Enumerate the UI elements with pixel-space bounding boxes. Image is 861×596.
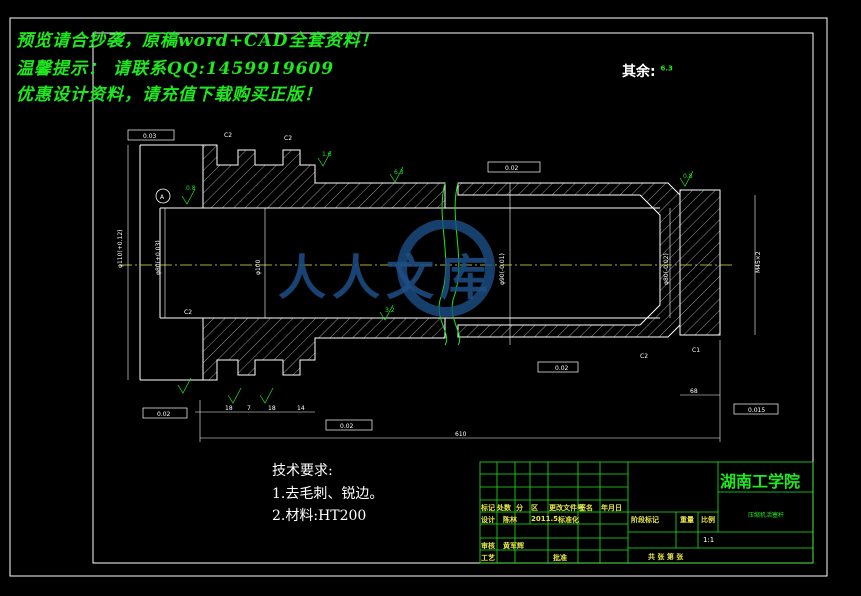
tb-scale-label: 比例	[701, 516, 715, 524]
part-body	[139, 144, 721, 381]
surface-note: 其余: 6.3	[622, 61, 673, 81]
svg-text:φ80(-0.02): φ80(-0.02)	[663, 253, 670, 285]
tb-approve: 批准	[553, 554, 567, 562]
inner-border	[92, 32, 814, 564]
svg-text:φ90(-0.01): φ90(-0.01)	[499, 253, 506, 285]
tol-left: 0.02	[157, 411, 171, 418]
tb-sign: 签名	[579, 504, 593, 512]
ra-2: 1.6	[322, 151, 332, 158]
chamfer-5: C1	[692, 347, 700, 354]
svg-text:φ80(+0.03): φ80(+0.03)	[155, 240, 162, 275]
horizontal-dims	[195, 340, 721, 442]
watermark-line-1: 预览请合抄袭，原稿word+CAD全套资料！	[16, 31, 379, 51]
seg-1: 18	[225, 405, 233, 412]
tol-top2: 0.02	[505, 165, 519, 172]
tb-date: 年月日	[601, 504, 622, 512]
tol-right: 0.015	[748, 407, 765, 414]
tb-scale: 1:1	[703, 536, 715, 544]
seg-4: 14	[297, 405, 305, 412]
tech-title: 技术要求:	[272, 463, 333, 479]
tb-sheets: 共 张 第 张	[648, 553, 684, 561]
break-line-2	[451, 182, 461, 346]
tb-qu: 区	[531, 504, 538, 512]
surface-note-label: 其余:	[622, 64, 656, 80]
ra-3: 6.3	[394, 169, 404, 176]
tb-mark: 标记	[481, 504, 495, 512]
tb-std: 标准化	[558, 516, 579, 524]
tb-stage: 阶段标记	[631, 516, 659, 524]
title-block	[479, 461, 814, 564]
chamfer-2: C2	[284, 135, 292, 142]
chamfer-3: C2	[184, 309, 192, 316]
seg-3: 18	[268, 405, 276, 412]
outer-border	[9, 17, 828, 577]
watermark-line-2: 温馨提示： 请联系QQ:1459919609	[16, 59, 335, 79]
ra-1: 0.8	[186, 185, 196, 192]
ra-4: 0.8	[683, 173, 693, 180]
tol-mid2: 0.02	[555, 365, 569, 372]
seg-2: 7	[247, 405, 251, 412]
tb-change: 更改文件号	[549, 504, 584, 512]
tb-design-date: 2011.5	[531, 515, 559, 523]
datum-circle	[155, 188, 171, 204]
ra-5: 3.2	[385, 307, 395, 314]
tb-craft: 工艺	[481, 554, 495, 562]
tb-weight: 重量	[680, 516, 694, 524]
tb-count: 处数	[497, 504, 511, 512]
lower-wall-left	[202, 317, 446, 381]
tb-fen: 分	[516, 504, 523, 512]
thread-end	[679, 189, 721, 336]
chamfer-4: C2	[640, 353, 648, 360]
logo-text: 人人文库	[278, 250, 495, 306]
chamfer-1: C2	[224, 132, 232, 139]
logo-circle-icon	[397, 219, 495, 317]
thread-label: M45×2	[755, 251, 762, 273]
watermark-line-3: 优惠设计资料，请充值下载购买正版！	[16, 85, 322, 105]
part-name: 压缩机活塞杆	[748, 512, 785, 519]
right-len: 68	[690, 388, 698, 395]
break-line	[438, 182, 448, 346]
surface-note-roughness: 6.3	[660, 64, 673, 73]
tech-item-2: 2.材料:HT200	[272, 508, 367, 524]
tb-reviewer: 黄军辉	[503, 542, 524, 550]
svg-text:φ100: φ100	[255, 259, 262, 275]
school-name: 湖南工学院	[720, 472, 801, 491]
upper-wall-left	[202, 144, 446, 209]
tb-design: 设计	[481, 516, 495, 524]
roughness-marks	[177, 150, 694, 404]
datum-label: A	[160, 194, 165, 201]
svg-text:φ110(+0.12): φ110(+0.12)	[117, 230, 124, 268]
overall-length: 610	[455, 431, 467, 438]
tol-top: 0.03	[143, 133, 157, 140]
tol-mid: 0.02	[340, 423, 354, 430]
logo-watermark: 人人文库	[278, 219, 568, 330]
tolerance-frames	[127, 129, 779, 431]
tech-item-1: 1.去毛刺、锐边。	[272, 486, 384, 502]
tb-designer: 陈林	[503, 516, 517, 524]
tb-review: 审核	[481, 542, 495, 550]
vertical-dims	[127, 145, 756, 380]
